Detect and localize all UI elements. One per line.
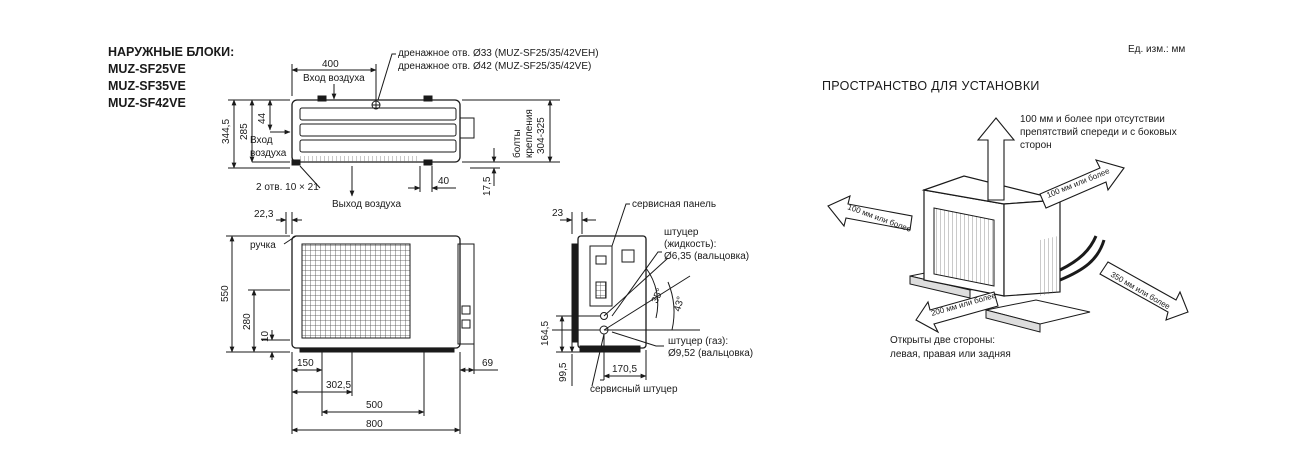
dim-285: 285 bbox=[239, 123, 250, 140]
drain-hole-label-1: дренажное отв. Ø33 (MUZ-SF25/35/42VEH) bbox=[398, 48, 599, 59]
bolts-label-1: болты bbox=[511, 129, 523, 158]
dim-164: 164,5 bbox=[540, 321, 551, 346]
dim-10: 10 bbox=[260, 330, 271, 342]
foot-icon bbox=[423, 95, 433, 102]
liquid-port-label-1: штуцер bbox=[664, 227, 699, 238]
dim-302: 302,5 bbox=[326, 380, 351, 391]
dim-500: 500 bbox=[366, 400, 383, 411]
dim-17: 17,5 bbox=[482, 176, 493, 196]
handle-label: ручка bbox=[250, 240, 276, 251]
panel-detail bbox=[595, 255, 607, 265]
crosshair-icon bbox=[372, 101, 380, 109]
front-clearance-note-3: сторон bbox=[1020, 140, 1052, 151]
bottom-grille bbox=[300, 156, 420, 163]
liquid-port-label-2: (жидкость): bbox=[664, 239, 716, 250]
bolts-label-3: 304-325 bbox=[536, 117, 547, 154]
service-panel bbox=[589, 245, 613, 307]
front-clearance-note-2: препятствий спереди и с боковых bbox=[1020, 126, 1177, 138]
air-inlet-side-label-2: воздуха bbox=[250, 148, 287, 159]
dim-280: 280 bbox=[242, 313, 253, 330]
model-title: НАРУЖНЫЕ БЛОКИ: MUZ-SF25VE MUZ-SF35VE MU… bbox=[108, 44, 234, 112]
right-clearance-label: 350 мм или более bbox=[1109, 270, 1172, 312]
dim-170: 170,5 bbox=[612, 364, 637, 375]
arrow-left-icon bbox=[827, 195, 913, 231]
liquid-port-label-3: Ø6,35 (вальцовка) bbox=[664, 251, 749, 262]
dim-344: 344,5 bbox=[221, 119, 232, 144]
title-line: MUZ-SF25VE bbox=[108, 62, 186, 76]
dim-150: 150 bbox=[297, 358, 314, 369]
valve-icon bbox=[461, 319, 471, 329]
foot-icon bbox=[291, 159, 301, 166]
unit-front-grille bbox=[933, 207, 995, 287]
dim-40: 40 bbox=[438, 176, 450, 187]
title-line: MUZ-SF42VE bbox=[108, 96, 186, 110]
gas-port-label-2: Ø9,52 (вальцовка) bbox=[668, 348, 753, 359]
holes-label: 2 отв. 10 × 21 bbox=[256, 182, 319, 193]
top-bracket bbox=[460, 117, 475, 139]
dim-44: 44 bbox=[257, 112, 268, 124]
gas-port-label-1: штуцер (газ): bbox=[668, 336, 728, 347]
panel-detail bbox=[621, 249, 635, 263]
top-slat bbox=[299, 123, 457, 137]
unit-label: Ед. изм.: мм bbox=[1128, 44, 1186, 55]
title-line: MUZ-SF35VE bbox=[108, 79, 186, 93]
top-slat bbox=[299, 107, 457, 121]
arrow-front-icon bbox=[915, 291, 999, 334]
air-outlet-label: Выход воздуха bbox=[332, 199, 401, 210]
air-inlet-side-label-1: Вход bbox=[250, 135, 273, 146]
side-view bbox=[552, 203, 700, 387]
side-view-labels: 23 сервисная панель штуцер (жидкость): Ø… bbox=[540, 199, 753, 395]
service-panel-label: сервисная панель bbox=[632, 199, 716, 210]
front-view-labels: 22,3 ручка 550 280 10 150 302,5 500 800 … bbox=[220, 209, 494, 430]
dim-550: 550 bbox=[220, 285, 231, 302]
foot-icon bbox=[317, 95, 327, 102]
dim-22: 22,3 bbox=[254, 209, 274, 220]
service-port-label: сервисный штуцер bbox=[590, 384, 678, 395]
title-line: НАРУЖНЫЕ БЛОКИ: bbox=[108, 45, 235, 59]
top-view-labels: 400 Вход воздуха дренажное отв. Ø33 (MUZ… bbox=[221, 48, 599, 210]
dim-23: 23 bbox=[552, 208, 564, 219]
open-sides-note-1: Открыты две стороны: bbox=[890, 335, 995, 346]
dim-69: 69 bbox=[482, 358, 494, 369]
arrow-back-icon bbox=[1039, 159, 1125, 209]
angle-43: 43° bbox=[672, 295, 687, 312]
arrow-up-icon bbox=[976, 117, 1016, 201]
fan-grille bbox=[301, 243, 411, 339]
open-sides-note-2: левая, правая или задняя bbox=[890, 349, 1011, 360]
dim-400: 400 bbox=[322, 59, 339, 70]
drain-hole-label-2: дренажное отв. Ø42 (MUZ-SF25/35/42VE) bbox=[398, 61, 591, 72]
top-slat bbox=[299, 139, 457, 153]
side-base bbox=[579, 345, 641, 353]
front-clearance-note-1: 100 мм и более при отсутствии bbox=[1020, 113, 1165, 125]
angle-35: 35° bbox=[650, 287, 666, 305]
side-panel bbox=[457, 243, 475, 345]
front-base bbox=[299, 347, 455, 353]
dim-99: 99,5 bbox=[558, 362, 569, 382]
front-view bbox=[226, 212, 498, 434]
air-inlet-top-label: Вход воздуха bbox=[303, 73, 365, 84]
foot-icon bbox=[423, 159, 433, 166]
top-view bbox=[228, 53, 560, 197]
install-diagram bbox=[827, 117, 1189, 334]
install-space-title: ПРОСТРАНСТВО ДЛЯ УСТАНОВКИ bbox=[822, 79, 1040, 93]
liquid-valve-icon bbox=[600, 312, 608, 320]
valve-icon bbox=[461, 305, 471, 315]
side-grille bbox=[571, 243, 579, 343]
arrow-right-icon bbox=[1099, 261, 1189, 321]
panel-detail bbox=[595, 281, 607, 299]
dim-800: 800 bbox=[366, 419, 383, 430]
bolts-label-2: крепления bbox=[524, 109, 535, 158]
